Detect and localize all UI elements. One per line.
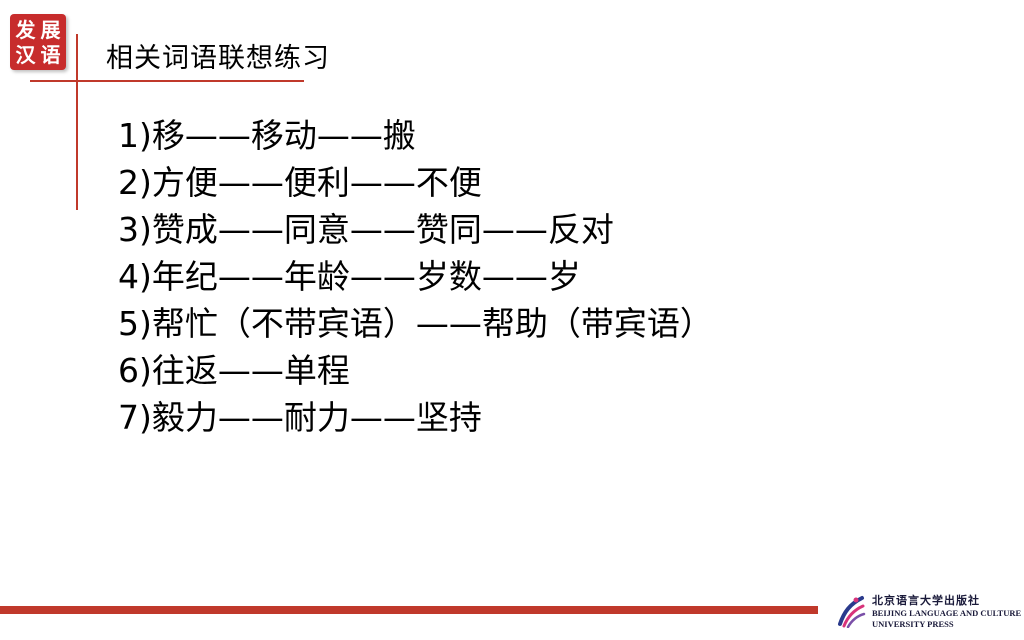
publisher-logo: 北京语言大学出版社 BEIJING LANGUAGE AND CULTURE U… <box>836 592 1022 632</box>
list-item: 7)毅力——耐力——坚持 <box>118 398 482 437</box>
list-item: 2)方便——便利——不便 <box>118 163 482 202</box>
horizontal-divider <box>30 80 304 82</box>
publisher-name-cn: 北京语言大学出版社 <box>872 594 980 607</box>
publisher-emblem-icon <box>836 594 866 628</box>
word-list: 1)移——移动——搬 2)方便——便利——不便 3)赞成——同意——赞同——反对… <box>118 112 713 441</box>
logo-char-2: 展 <box>40 17 61 42</box>
list-item: 6)往返——单程 <box>118 351 350 390</box>
logo-char-3: 汉 <box>15 42 36 67</box>
page-title: 相关词语联想练习 <box>106 43 330 74</box>
logo-char-4: 语 <box>40 42 61 67</box>
list-item: 5)帮忙（不带宾语）——帮助（带宾语） <box>118 304 713 343</box>
list-item: 3)赞成——同意——赞同——反对 <box>118 210 614 249</box>
publisher-name-en-line2: UNIVERSITY PRESS <box>872 619 954 629</box>
footer-bar <box>0 606 818 614</box>
publisher-name-en-line1: BEIJING LANGUAGE AND CULTURE <box>872 608 1022 618</box>
vertical-divider <box>76 34 78 210</box>
course-logo: 发 展 汉 语 <box>10 14 66 70</box>
list-item: 1)移——移动——搬 <box>118 116 416 155</box>
logo-char-1: 发 <box>15 17 36 42</box>
list-item: 4)年纪——年龄——岁数——岁 <box>118 257 581 296</box>
